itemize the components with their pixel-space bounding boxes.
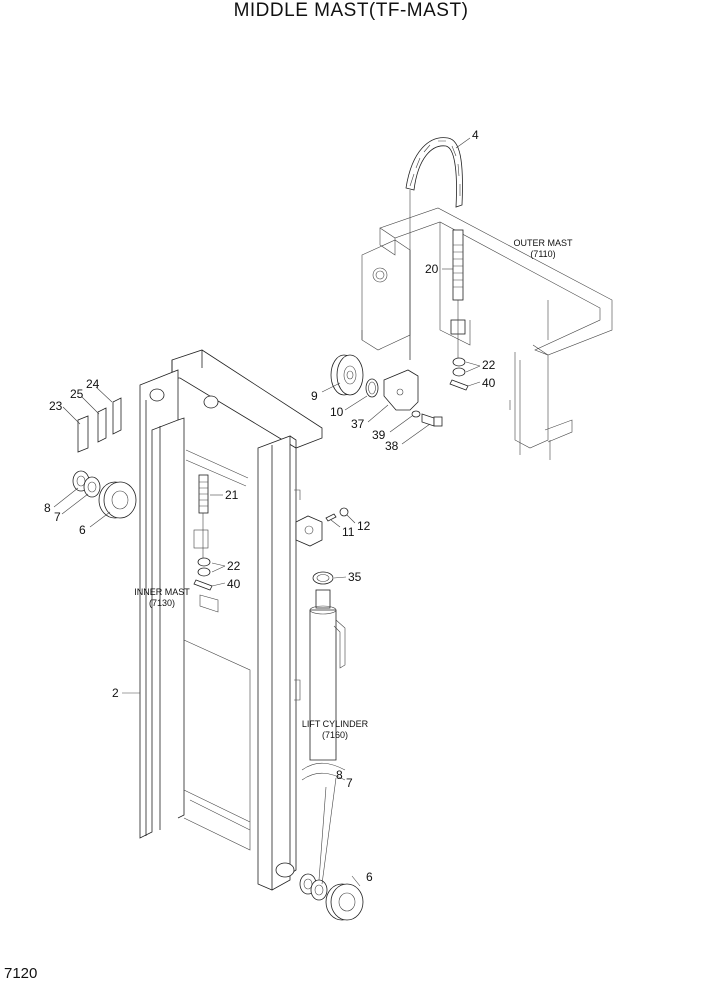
outer-mast-ref: (7110) bbox=[530, 249, 555, 259]
lift-cylinder bbox=[301, 589, 346, 781]
callout-4: 4 bbox=[472, 128, 479, 142]
callout-40-upper: 40 bbox=[482, 376, 496, 390]
callout-22-upper: 22 bbox=[482, 358, 496, 372]
chain-anchor-bolt-lower bbox=[198, 474, 209, 560]
callout-21: 21 bbox=[225, 488, 239, 502]
cylinder-head-bracket bbox=[295, 515, 323, 547]
callout-9: 9 bbox=[311, 389, 318, 403]
assembly-labels: OUTER MAST (7110) INNER MAST (7130) LIFT… bbox=[134, 238, 573, 740]
callout-25: 25 bbox=[70, 387, 84, 401]
callout-7-bottom: 7 bbox=[346, 776, 353, 790]
callout-2: 2 bbox=[112, 686, 119, 700]
callout-20: 20 bbox=[425, 262, 439, 276]
lift-cylinder-label: LIFT CYLINDER bbox=[302, 719, 369, 729]
inner-mast-ref: (7130) bbox=[149, 598, 175, 608]
lower-nuts-and-split-pin bbox=[193, 557, 213, 591]
leader-lines bbox=[53, 137, 481, 887]
callout-35: 35 bbox=[348, 570, 362, 584]
outer-mast-label: OUTER MAST bbox=[513, 238, 573, 248]
outer-mast-assembly bbox=[361, 207, 613, 460]
inner-mast-label: INNER MAST bbox=[134, 587, 190, 597]
upper-nuts-and-split-pin bbox=[449, 357, 469, 391]
callout-24: 24 bbox=[86, 377, 100, 391]
callout-7-left: 7 bbox=[54, 510, 61, 524]
shim-plates bbox=[77, 397, 122, 453]
page-title: MIDDLE MAST(TF-MAST) bbox=[233, 0, 469, 21]
lift-cylinder-ref: (7160) bbox=[322, 730, 348, 740]
sheave-bracket bbox=[383, 369, 419, 411]
callout-39: 39 bbox=[372, 428, 386, 442]
callout-11: 11 bbox=[342, 525, 355, 539]
roller-shims-bottom bbox=[299, 873, 328, 901]
snap-ring bbox=[365, 378, 379, 398]
roller-bearing-bottom bbox=[325, 883, 364, 921]
callout-10: 10 bbox=[330, 405, 344, 419]
roller-shims-left bbox=[72, 470, 101, 498]
callout-6-left: 6 bbox=[79, 523, 86, 537]
chain bbox=[405, 137, 463, 360]
washer-and-bolt bbox=[411, 410, 443, 427]
callout-40-lower: 40 bbox=[227, 577, 241, 591]
inner-mast-assembly bbox=[139, 349, 323, 891]
chain-sheave bbox=[330, 354, 364, 396]
callout-6-bottom: 6 bbox=[366, 870, 373, 884]
cylinder-bolt bbox=[339, 507, 349, 517]
callout-23: 23 bbox=[49, 399, 63, 413]
spring-pin bbox=[325, 513, 337, 522]
page-number: 7120 bbox=[4, 965, 38, 982]
callout-37: 37 bbox=[351, 417, 365, 431]
callout-22-lower: 22 bbox=[227, 559, 241, 573]
roller-bearing-left bbox=[98, 481, 137, 519]
callout-8-left: 8 bbox=[44, 501, 51, 515]
callout-numbers: 4 20 22 40 9 10 37 39 38 24 25 23 8 7 6 … bbox=[44, 128, 496, 884]
cylinder-shim-ring bbox=[312, 571, 334, 585]
chain-anchor-bolt-upper bbox=[450, 229, 466, 360]
callout-38: 38 bbox=[385, 439, 399, 453]
callout-8-bottom: 8 bbox=[336, 768, 343, 782]
callout-12: 12 bbox=[357, 519, 371, 533]
